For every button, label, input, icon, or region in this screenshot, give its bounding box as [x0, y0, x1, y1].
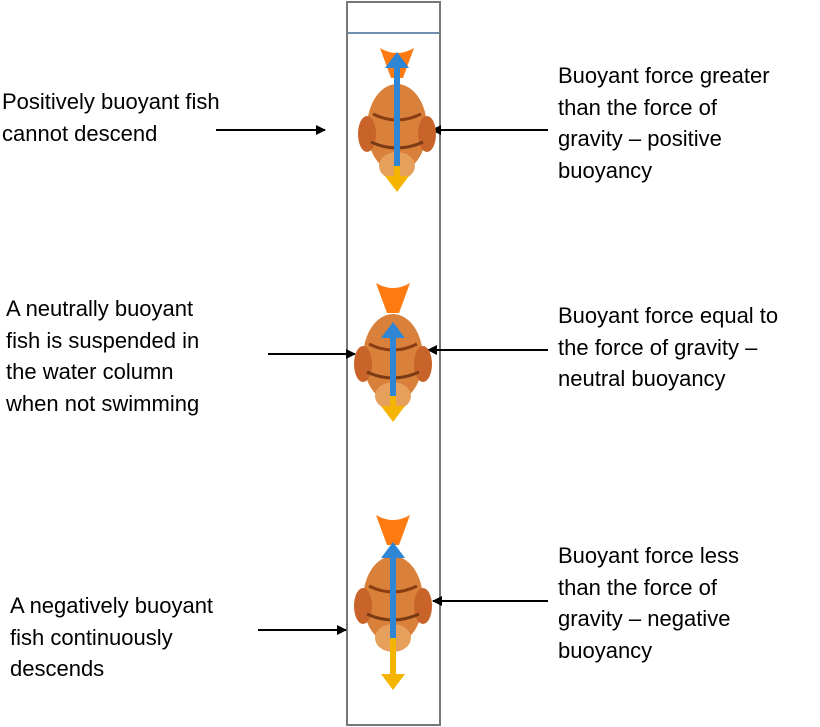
label-line: Buoyant force less	[558, 543, 739, 568]
fish-tail	[376, 515, 410, 545]
label-line: Buoyant force greater	[558, 63, 770, 88]
label-line: than the force of	[558, 94, 717, 120]
label-line: fish is suspended in	[6, 327, 200, 353]
label-line: the water column	[6, 359, 174, 384]
neutral-buoyancy-fish-label: A neutrally buoyant fish is suspended in…	[6, 293, 199, 419]
down-arrow-head	[385, 176, 409, 192]
label-line: fish continuously	[10, 624, 173, 650]
down-arrow-head	[381, 674, 405, 690]
label-line: Positively buoyant fish	[2, 89, 220, 114]
fish-fin-left	[354, 346, 372, 382]
up-arrow-icon	[390, 336, 396, 396]
label-line: A neutrally buoyant	[6, 296, 194, 321]
label-line: the force of gravity –	[558, 334, 758, 360]
fish-icon	[354, 515, 432, 690]
down-arrow-head	[381, 406, 405, 422]
label-line: cannot descend	[2, 120, 158, 146]
up-arrow-icon	[394, 66, 400, 166]
fish-icon	[358, 48, 436, 192]
fish-fin-left	[354, 588, 372, 624]
fish-layer	[354, 48, 436, 690]
fish-fin-right	[414, 588, 432, 624]
label-line: descends	[10, 656, 105, 681]
positive-buoyancy-fish-label: Positively buoyant fish cannot descend	[2, 86, 220, 149]
label-line: gravity – positive	[558, 126, 722, 151]
label-line: gravity – negative	[558, 606, 731, 631]
up-arrow-head	[381, 322, 405, 338]
fish-tail	[376, 283, 410, 313]
negative-buoyancy-fish-label: A negatively buoyant fish continuously d…	[10, 590, 213, 685]
label-line: buoyancy	[558, 157, 653, 183]
up-arrow-head	[381, 542, 405, 558]
fish-icon	[354, 283, 432, 422]
fish-fin-right	[414, 346, 432, 382]
fish-fin-left	[358, 116, 376, 152]
label-line: neutral buoyancy	[558, 366, 726, 391]
up-arrow-icon	[390, 556, 396, 638]
fish-fin-right	[418, 116, 436, 152]
negative-buoyancy-force-label: Buoyant force less than the force of gra…	[558, 540, 739, 666]
label-line: buoyancy	[558, 637, 653, 663]
label-line: A negatively buoyant	[10, 593, 214, 618]
label-line: when not swimming	[6, 390, 200, 416]
label-line: Buoyant force equal to	[558, 303, 779, 328]
up-arrow-head	[385, 52, 409, 68]
label-line: than the force of	[558, 574, 717, 600]
positive-buoyancy-force-label: Buoyant force greater than the force of …	[558, 60, 770, 186]
neutral-buoyancy-force-label: Buoyant force equal to the force of grav…	[558, 300, 778, 395]
